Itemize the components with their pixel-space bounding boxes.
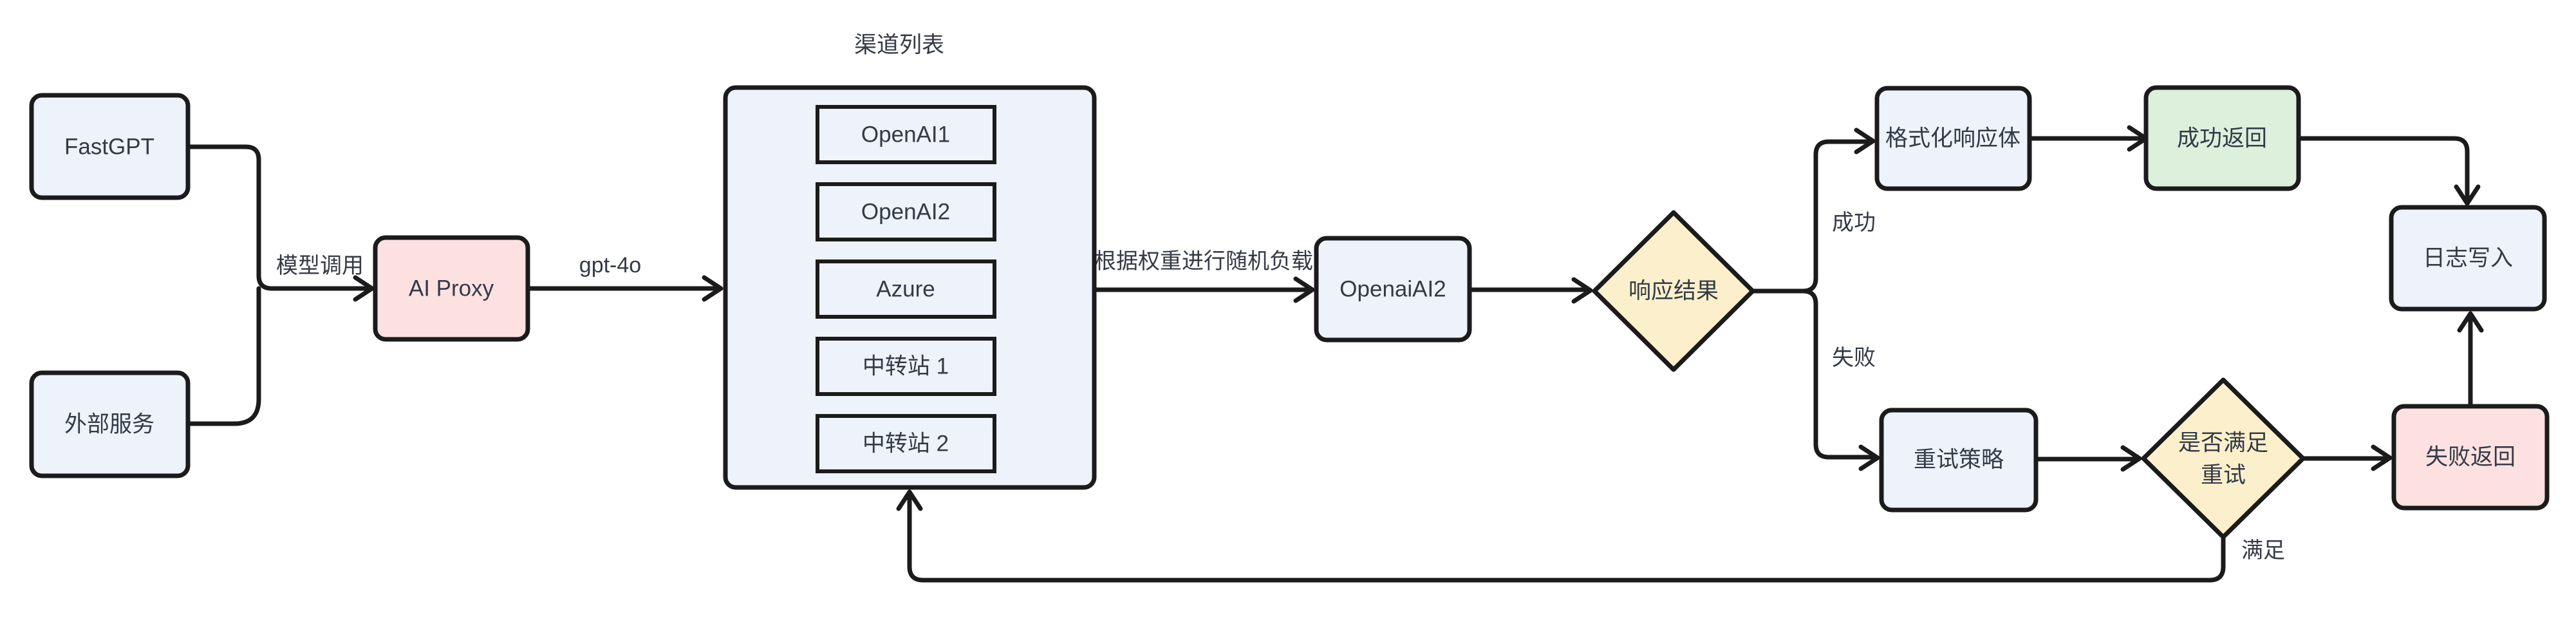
retry-check-label-line2: 重试	[2201, 463, 2246, 488]
format-response-box	[1874, 86, 2032, 191]
node-fail-return: 失败返回	[2391, 404, 2550, 511]
openai-ai2-label: OpenaiAI2	[1339, 277, 1446, 302]
node-retry-strategy: 重试策略	[1879, 408, 2039, 513]
node-success-return: 成功返回	[2143, 85, 2301, 191]
fail-return-label: 失败返回	[2425, 445, 2515, 470]
node-fastgpt: FastGPT	[29, 93, 191, 200]
edge-success-to-log	[2296, 136, 2470, 201]
edge-check-feedback-to-channels	[907, 494, 2226, 583]
channel-openai1-label: OpenAI1	[861, 122, 950, 147]
edge-label-model-name: gpt-4o	[579, 253, 641, 278]
channel-relay1-label: 中转站 1	[863, 354, 949, 379]
edge-label-satisfied: 满足	[2241, 538, 2285, 563]
response-result-diamond	[1592, 210, 1755, 372]
channel-relay2-label: 中转站 2	[863, 431, 949, 457]
ai-proxy-label: AI Proxy	[409, 276, 494, 301]
edge-label-fail: 失败	[1832, 346, 1876, 370]
edge-external-to-aiproxy	[185, 286, 261, 426]
node-external-service: 外部服务	[29, 370, 191, 478]
edges	[185, 125, 2484, 583]
node-format-response: 格式化响应体	[1874, 86, 2032, 191]
edge-response-success	[1800, 139, 1871, 294]
arrowhead-into-fail	[2371, 444, 2393, 471]
channel-item-relay1: 中转站 1	[816, 337, 996, 396]
node-log-write: 日志写入	[2389, 205, 2547, 312]
node-channel-list: 渠道列表 OpenAI1 OpenAI2 Azure 中转站 1 中转站 2	[723, 33, 1097, 490]
retry-check-diamond	[2141, 377, 2306, 540]
channel-openai2-label: OpenAI2	[861, 200, 950, 225]
channel-azure-label: Azure	[876, 277, 935, 302]
node-retry-check: 是否满足 重试	[2141, 377, 2306, 540]
edge-label-model-call: 模型调用	[276, 254, 364, 278]
channel-azure-box	[816, 259, 996, 319]
edge-label-success: 成功	[1832, 211, 1876, 235]
edge-labels: 模型调用 gpt-4o 根据权重进行随机负载 成功 失败 满足	[276, 211, 2285, 563]
retry-strategy-label: 重试策略	[1914, 448, 2004, 473]
channel-relay2-box	[816, 414, 996, 473]
channel-item-relay2: 中转站 2	[816, 414, 996, 473]
edge-fastgpt-to-aiproxy	[185, 144, 369, 291]
arrowhead-into-retry	[1858, 444, 1880, 471]
success-return-box	[2143, 85, 2301, 191]
success-return-label: 成功返回	[2177, 126, 2267, 151]
arrowhead-into-channels-bottom	[896, 489, 923, 511]
openai-ai2-box	[1314, 236, 1472, 343]
channel-item-openai1: OpenAI1	[816, 105, 996, 164]
external-service-label: 外部服务	[64, 412, 154, 437]
arrowhead-into-log-bottom	[2457, 311, 2484, 333]
arrowhead-into-response	[1571, 277, 1593, 304]
edge-label-load-balance: 根据权重进行随机负载	[1094, 249, 1313, 274]
channel-item-openai2: OpenAI2	[816, 182, 996, 241]
fastgpt-box	[29, 93, 191, 200]
arrowhead-into-channels	[702, 275, 723, 302]
arrowhead-into-log-top	[2454, 184, 2481, 206]
arrowhead-into-check	[2120, 445, 2142, 472]
channel-list-title: 渠道列表	[854, 33, 944, 58]
node-openai-ai2: OpenaiAI2	[1314, 236, 1472, 343]
retry-check-label-line1: 是否满足	[2178, 431, 2268, 456]
node-response-result: 响应结果	[1592, 210, 1755, 372]
fastgpt-label: FastGPT	[64, 135, 154, 160]
arrowhead-into-format	[1854, 127, 1876, 155]
edge-response-fail	[1800, 288, 1875, 460]
fail-return-box	[2391, 404, 2550, 511]
ai-proxy-box	[373, 235, 530, 342]
node-ai-proxy: AI Proxy	[373, 235, 530, 342]
channel-item-azure: Azure	[816, 259, 996, 319]
arrowhead-into-openaiai2	[1293, 276, 1315, 303]
retry-strategy-box	[1879, 408, 2039, 513]
log-write-label: 日志写入	[2423, 246, 2513, 271]
log-write-box	[2389, 205, 2547, 312]
channel-relay1-box	[816, 337, 996, 396]
channel-openai1-box	[816, 105, 996, 164]
external-service-box	[29, 370, 191, 478]
response-result-label: 响应结果	[1629, 279, 1719, 304]
arrowhead-into-aiproxy	[353, 275, 375, 302]
format-response-label: 格式化响应体	[1885, 126, 2021, 151]
channel-openai2-box	[816, 182, 996, 241]
